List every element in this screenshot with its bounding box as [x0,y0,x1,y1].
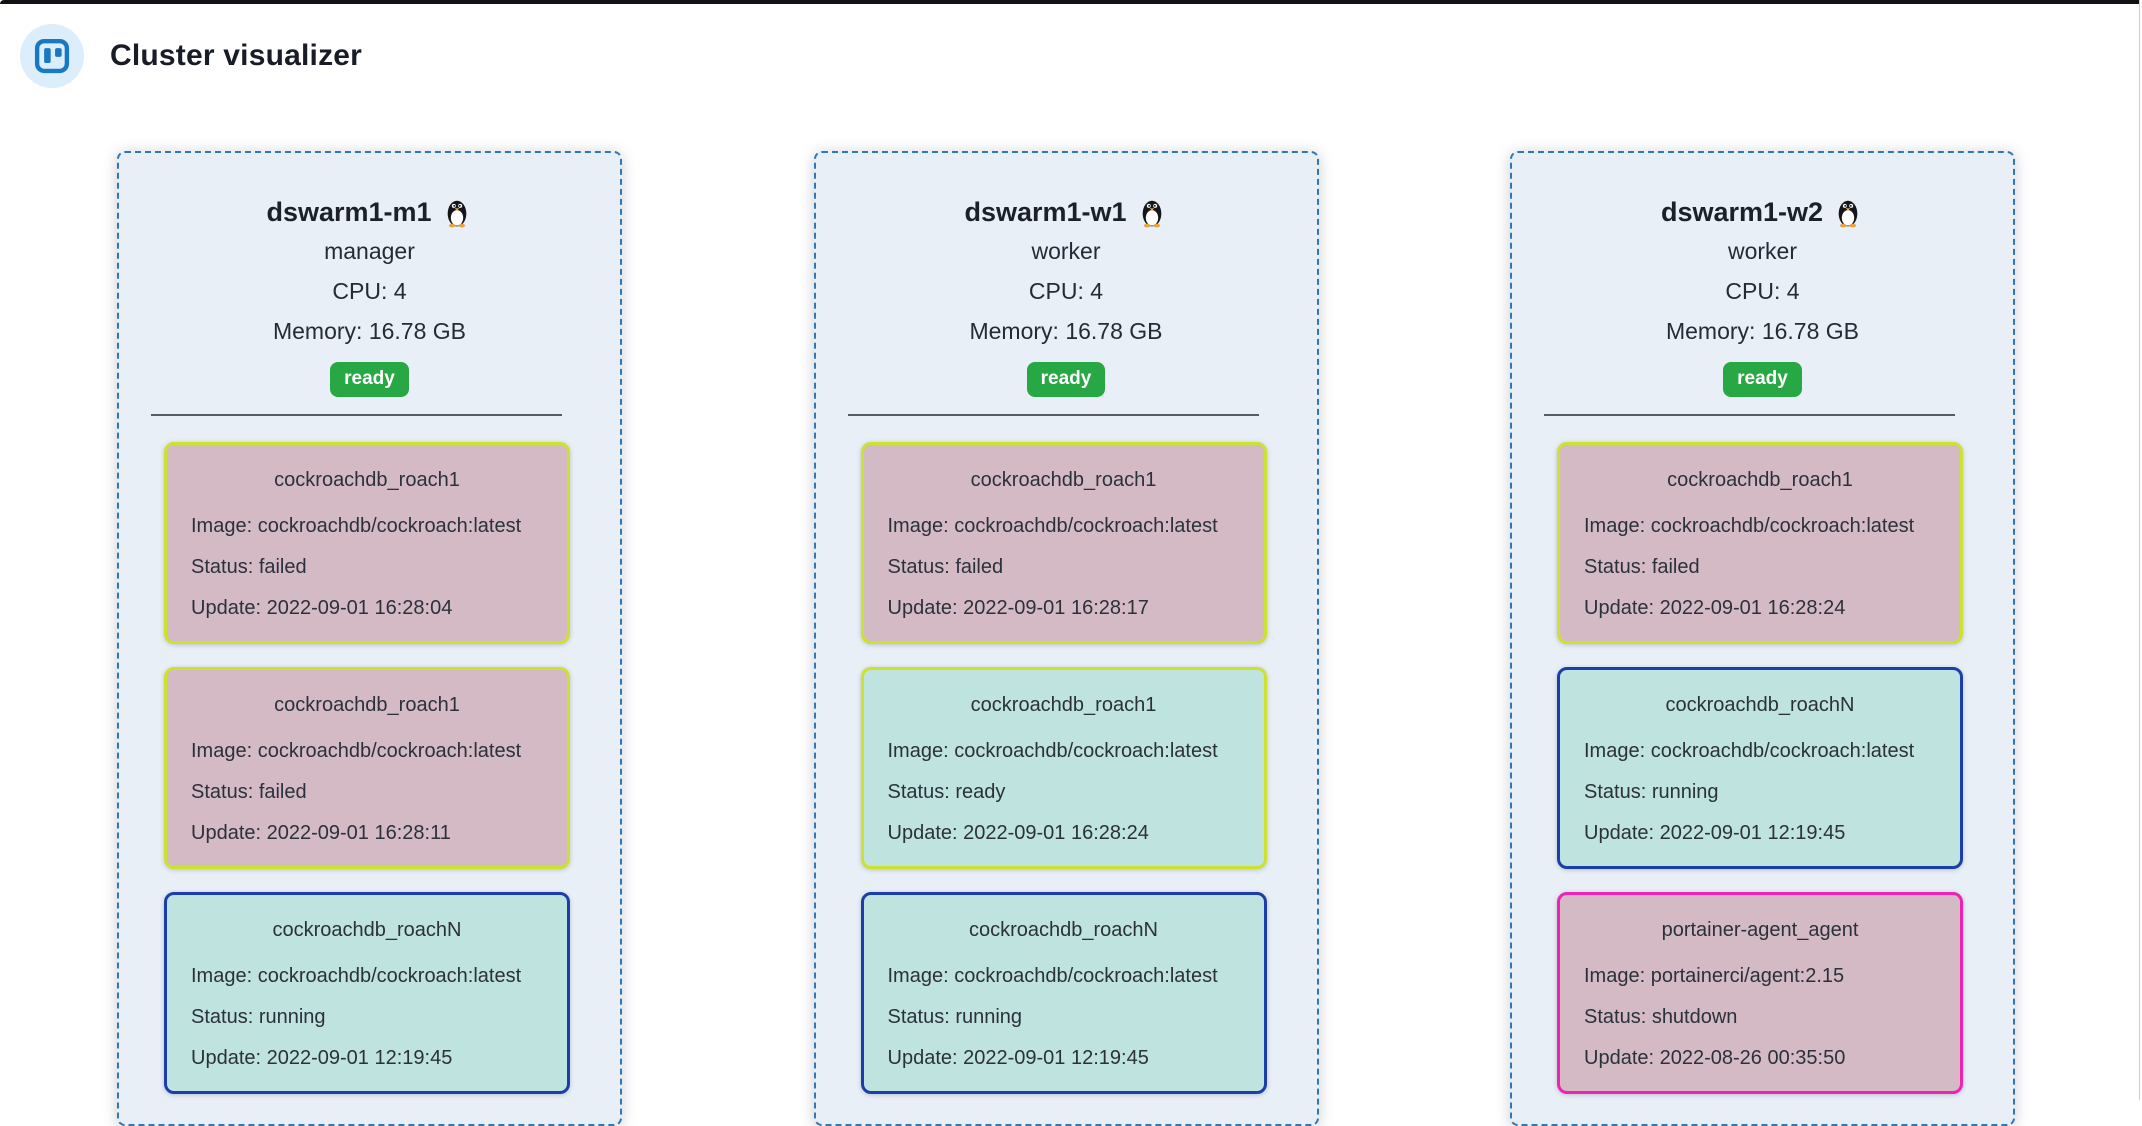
task-box: cockroachdb_roach1 Image: cockroachdb/co… [1557,441,1963,644]
task-box: cockroachdb_roach1 Image: cockroachdb/co… [860,666,1267,869]
task-box: cockroachdb_roachN Image: cockroachdb/co… [1557,666,1963,869]
node-card: dswarm1-w2 worker CPU: 4 Memory: 16.78 G… [1510,151,2015,1126]
board-icon [34,38,70,74]
task-status: Status: running [1584,780,1719,803]
task-image: Image: cockroachdb/cockroach:latest [191,739,522,762]
node-status-badge: ready [1723,362,1802,397]
node-status-badge: ready [1026,362,1106,397]
task-image: Image: cockroachdb/cockroach:latest [887,514,1218,537]
node-divider [151,413,562,416]
task-box: cockroachdb_roach1 Image: cockroachdb/co… [860,441,1267,644]
node-cpu: CPU: 4 [332,278,407,304]
linux-penguin-icon [1838,200,1858,228]
task-box: cockroachdb_roach1 Image: cockroachdb/co… [164,666,570,869]
task-image: Image: portainerci/agent:2.15 [1584,964,1845,987]
task-name: cockroachdb_roach1 [970,693,1157,716]
node-card: dswarm1-w1 worker CPU: 4 Memory: 16.78 G… [813,151,1319,1126]
task-image: Image: cockroachdb/cockroach:latest [1584,514,1915,537]
node-memory: Memory: 16.78 GB [1665,318,1860,344]
task-box: cockroachdb_roach1 Image: cockroachdb/co… [164,441,570,644]
task-image: Image: cockroachdb/cockroach:latest [887,739,1218,762]
task-status: Status: ready [887,780,1006,803]
task-name: cockroachdb_roach1 [970,468,1157,491]
node-status-badge: ready [330,362,409,397]
tasks-list: cockroachdb_roach1 Image: cockroachdb/co… [1557,441,1963,1094]
node-role: worker [1031,238,1101,264]
task-name: cockroachdb_roachN [1665,693,1855,716]
tasks-list: cockroachdb_roach1 Image: cockroachdb/co… [164,441,570,1094]
page-header: Cluster visualizer [0,0,2142,96]
node-name-row: dswarm1-w2 [1512,193,2013,231]
node-memory: Memory: 16.78 GB [969,318,1163,344]
nodes-row: dswarm1-m1 manager CPU: 4 Memory: 16.78 … [0,151,2142,1126]
task-status: Status: failed [887,555,1004,578]
task-box: cockroachdb_roachN Image: cockroachdb/co… [860,891,1267,1094]
task-status: Status: failed [191,780,307,803]
task-update: Update: 2022-09-01 12:19:45 [1584,821,1846,844]
node-name: dswarm1-m1 [266,196,432,227]
node-cpu: CPU: 4 [1725,278,1800,304]
tasks-list: cockroachdb_roach1 Image: cockroachdb/co… [860,441,1267,1094]
task-name: portainer-agent_agent [1661,918,1859,941]
task-update: Update: 2022-09-01 16:28:24 [887,821,1149,844]
task-name: cockroachdb_roach1 [1667,468,1853,491]
task-status: Status: running [887,1005,1023,1028]
node-name: dswarm1-w1 [964,196,1127,227]
window-right-border [2139,0,2140,1100]
task-update: Update: 2022-09-01 16:28:24 [1584,596,1846,619]
linux-penguin-icon [1142,200,1161,228]
task-update: Update: 2022-09-01 16:28:17 [887,596,1149,619]
node-name: dswarm1-w2 [1660,196,1824,227]
node-role: manager [324,238,415,264]
task-name: cockroachdb_roach1 [274,468,460,491]
task-status: Status: failed [191,555,307,578]
node-name-row: dswarm1-m1 [119,193,620,231]
task-image: Image: cockroachdb/cockroach:latest [191,514,522,537]
node-memory: Memory: 16.78 GB [272,318,467,344]
task-update: Update: 2022-09-01 12:19:45 [191,1046,453,1069]
task-update: Update: 2022-09-01 16:28:11 [191,821,451,844]
node-name-row: dswarm1-w1 [816,193,1317,231]
task-name: cockroachdb_roachN [969,918,1158,941]
linux-penguin-icon [447,200,466,228]
window-top-border [0,0,2139,4]
task-name: cockroachdb_roachN [272,918,462,941]
task-name: cockroachdb_roach1 [274,693,460,716]
node-divider [1544,413,1955,416]
task-image: Image: cockroachdb/cockroach:latest [1584,739,1915,762]
node-divider [847,413,1259,416]
task-status: Status: running [191,1005,326,1028]
app-logo [20,24,84,88]
task-status: Status: failed [1584,555,1700,578]
node-role: worker [1727,238,1797,264]
task-image: Image: cockroachdb/cockroach:latest [191,964,522,987]
task-box: portainer-agent_agent Image: portainerci… [1557,891,1963,1094]
task-image: Image: cockroachdb/cockroach:latest [887,964,1218,987]
node-card: dswarm1-m1 manager CPU: 4 Memory: 16.78 … [117,151,622,1126]
task-update: Update: 2022-09-01 12:19:45 [887,1046,1149,1069]
task-update: Update: 2022-08-26 00:35:50 [1584,1046,1846,1069]
task-status: Status: shutdown [1584,1005,1738,1028]
task-update: Update: 2022-09-01 16:28:04 [191,596,453,619]
task-box: cockroachdb_roachN Image: cockroachdb/co… [164,891,570,1094]
node-cpu: CPU: 4 [1028,278,1104,304]
page-title: Cluster visualizer [110,39,363,72]
